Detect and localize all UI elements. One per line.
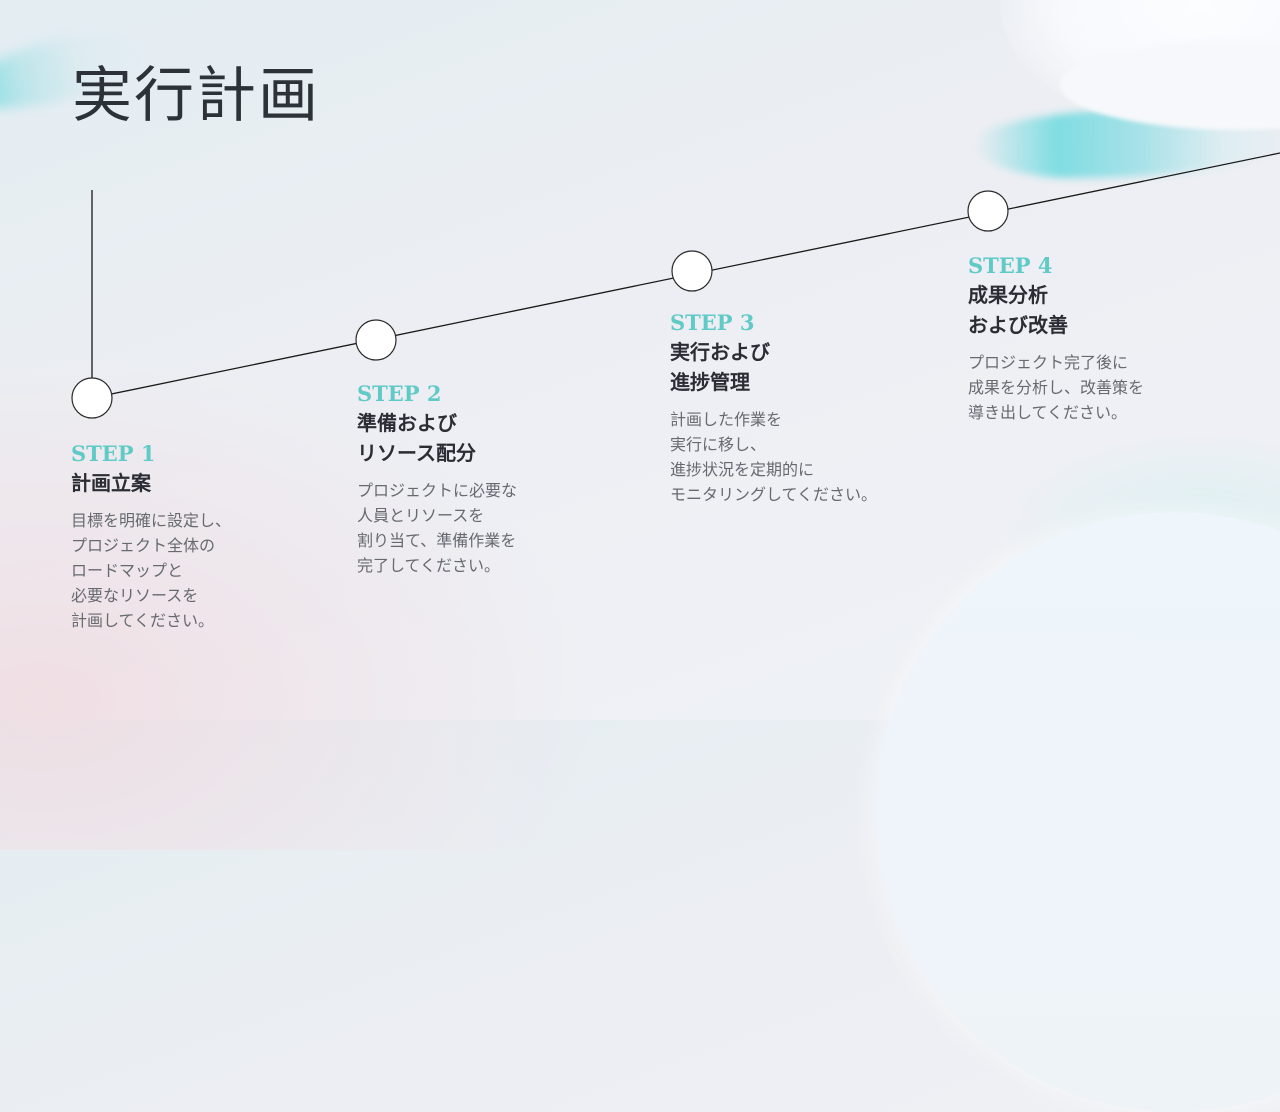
timeline-node-3 bbox=[671, 250, 713, 292]
step-4-label: STEP 4 bbox=[968, 253, 1053, 278]
step-1-heading: 計画立案 bbox=[71, 471, 151, 496]
slide-title: 実行計画 bbox=[72, 61, 320, 131]
step-2-heading: 準備および リソース配分 bbox=[357, 411, 476, 466]
step-1-label: STEP 1 bbox=[71, 441, 156, 466]
step-3-heading: 実行および 進捗管理 bbox=[670, 340, 770, 395]
step-4-description: プロジェクト完了後に 成果を分析し、改善策を 導き出してください。 bbox=[968, 353, 1145, 423]
step-2: STEP 2 準備および リソース配分 プロジェクトに必要な 人員とリソースを … bbox=[357, 381, 517, 578]
step-2-description: プロジェクトに必要な 人員とリソースを 割り当て、準備作業を 完了してください。 bbox=[357, 481, 518, 576]
timeline-node-1 bbox=[71, 377, 113, 419]
step-4: STEP 4 成果分析 および改善 プロジェクト完了後に 成果を分析し、改善策を… bbox=[968, 253, 1144, 425]
step-4-heading: 成果分析 および改善 bbox=[968, 283, 1068, 338]
step-2-label: STEP 2 bbox=[357, 381, 442, 406]
step-3-description: 計画した作業を 実行に移し、 進捗状況を定期的に モニタリングしてください。 bbox=[670, 410, 878, 505]
step-3: STEP 3 実行および 進捗管理 計画した作業を 実行に移し、 進捗状況を定期… bbox=[670, 310, 877, 507]
timeline-node-4 bbox=[967, 190, 1009, 232]
step-1-description: 目標を明確に設定し、 プロジェクト全体の ロードマップと 必要なリソースを 計画… bbox=[71, 511, 232, 631]
step-3-label: STEP 3 bbox=[670, 310, 755, 335]
timeline-node-2 bbox=[355, 319, 397, 361]
step-1: STEP 1 計画立案 目標を明確に設定し、 プロジェクト全体の ロードマップと… bbox=[71, 441, 231, 633]
timeline-graphic bbox=[71, 152, 1280, 419]
